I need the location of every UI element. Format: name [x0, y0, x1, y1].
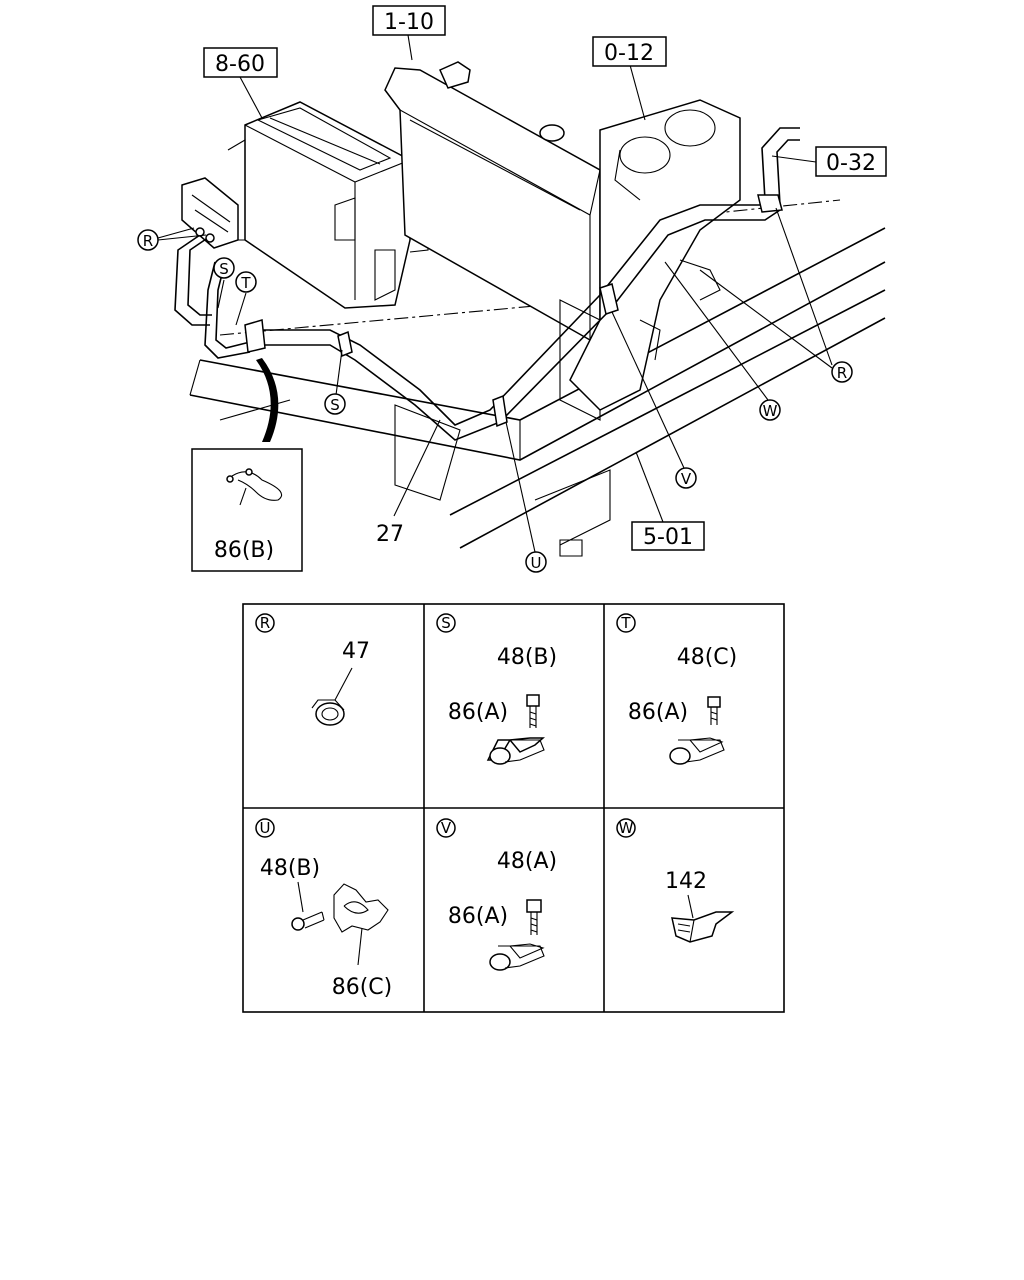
part-label-86c: 86(C) — [332, 975, 393, 1000]
svg-text:R: R — [837, 364, 847, 382]
ref-box-5-01[interactable]: 5-01 — [631, 521, 705, 551]
detail-cell-t[interactable]: T 48(C) 86(A) — [616, 613, 738, 765]
ref-box-label: 5-01 — [643, 525, 693, 550]
part-label-48c: 48(C) — [677, 645, 738, 670]
part-label-27[interactable]: 27 — [376, 522, 404, 547]
cell-letter: T — [620, 614, 631, 632]
part-label-86b: 86(B) — [214, 538, 274, 563]
svg-text:U: U — [531, 554, 542, 572]
detail-grid: R 47 S 48(B) 86(A) T 48(C) 86(A) — [242, 603, 785, 1013]
detail-cell-u[interactable]: U 48(B) 86(C) — [255, 818, 393, 1000]
ref-box-8-60[interactable]: 8-60 — [203, 47, 278, 78]
ref-box-label: 0-12 — [604, 41, 654, 66]
callout-r-right[interactable]: R — [831, 361, 853, 383]
part-label-86a: 86(A) — [448, 700, 508, 725]
callout-t-top[interactable]: T — [235, 271, 257, 293]
callout-v[interactable]: V — [675, 467, 697, 489]
ref-box-0-32[interactable]: 0-32 — [815, 146, 887, 177]
part-label-48b: 48(B) — [260, 856, 320, 881]
detail-cell-v[interactable]: V 48(A) 86(A) — [436, 818, 557, 971]
detail-arrow — [256, 358, 279, 442]
leader-lines — [157, 34, 833, 553]
detail-cell-w[interactable]: W 142 — [616, 818, 735, 943]
assembly-drawing: 1-10 8-60 0-12 0-32 5-01 27 R S — [137, 5, 887, 573]
ref-box-label: 1-10 — [384, 10, 434, 35]
svg-text:S: S — [219, 260, 229, 278]
svg-text:V: V — [681, 470, 692, 488]
svg-text:T: T — [240, 274, 251, 292]
svg-text:W: W — [763, 402, 778, 420]
inset-clip-86b[interactable]: 86(B) — [191, 448, 303, 572]
engine-block — [569, 99, 741, 411]
cell-letter: V — [441, 819, 452, 837]
cell-letter: R — [260, 614, 270, 632]
cell-letter: S — [441, 614, 451, 632]
cell-letter: W — [619, 819, 634, 837]
callout-u[interactable]: U — [525, 551, 547, 573]
ref-box-label: 8-60 — [215, 52, 265, 77]
part-label-48b: 48(B) — [497, 645, 557, 670]
part-label-86a: 86(A) — [628, 700, 688, 725]
heater-hoses — [174, 127, 800, 441]
ref-box-0-12[interactable]: 0-12 — [592, 36, 667, 67]
callout-w[interactable]: W — [759, 399, 781, 421]
callout-r-left[interactable]: R — [137, 229, 159, 251]
callout-s-bottom[interactable]: S — [324, 393, 346, 415]
svg-text:R: R — [143, 232, 153, 250]
detail-cell-r[interactable]: R 47 — [255, 613, 370, 726]
svg-text:S: S — [330, 396, 340, 414]
part-label-86a: 86(A) — [448, 904, 508, 929]
part-label-142: 142 — [665, 869, 707, 894]
detail-cell-s[interactable]: S 48(B) 86(A) — [436, 613, 557, 765]
part-label-47: 47 — [342, 639, 370, 664]
cell-letter: U — [260, 819, 271, 837]
ref-box-label: 0-32 — [826, 151, 876, 176]
ref-box-1-10[interactable]: 1-10 — [372, 5, 446, 36]
part-label-48a: 48(A) — [497, 849, 557, 874]
callout-s-top[interactable]: S — [213, 257, 235, 279]
